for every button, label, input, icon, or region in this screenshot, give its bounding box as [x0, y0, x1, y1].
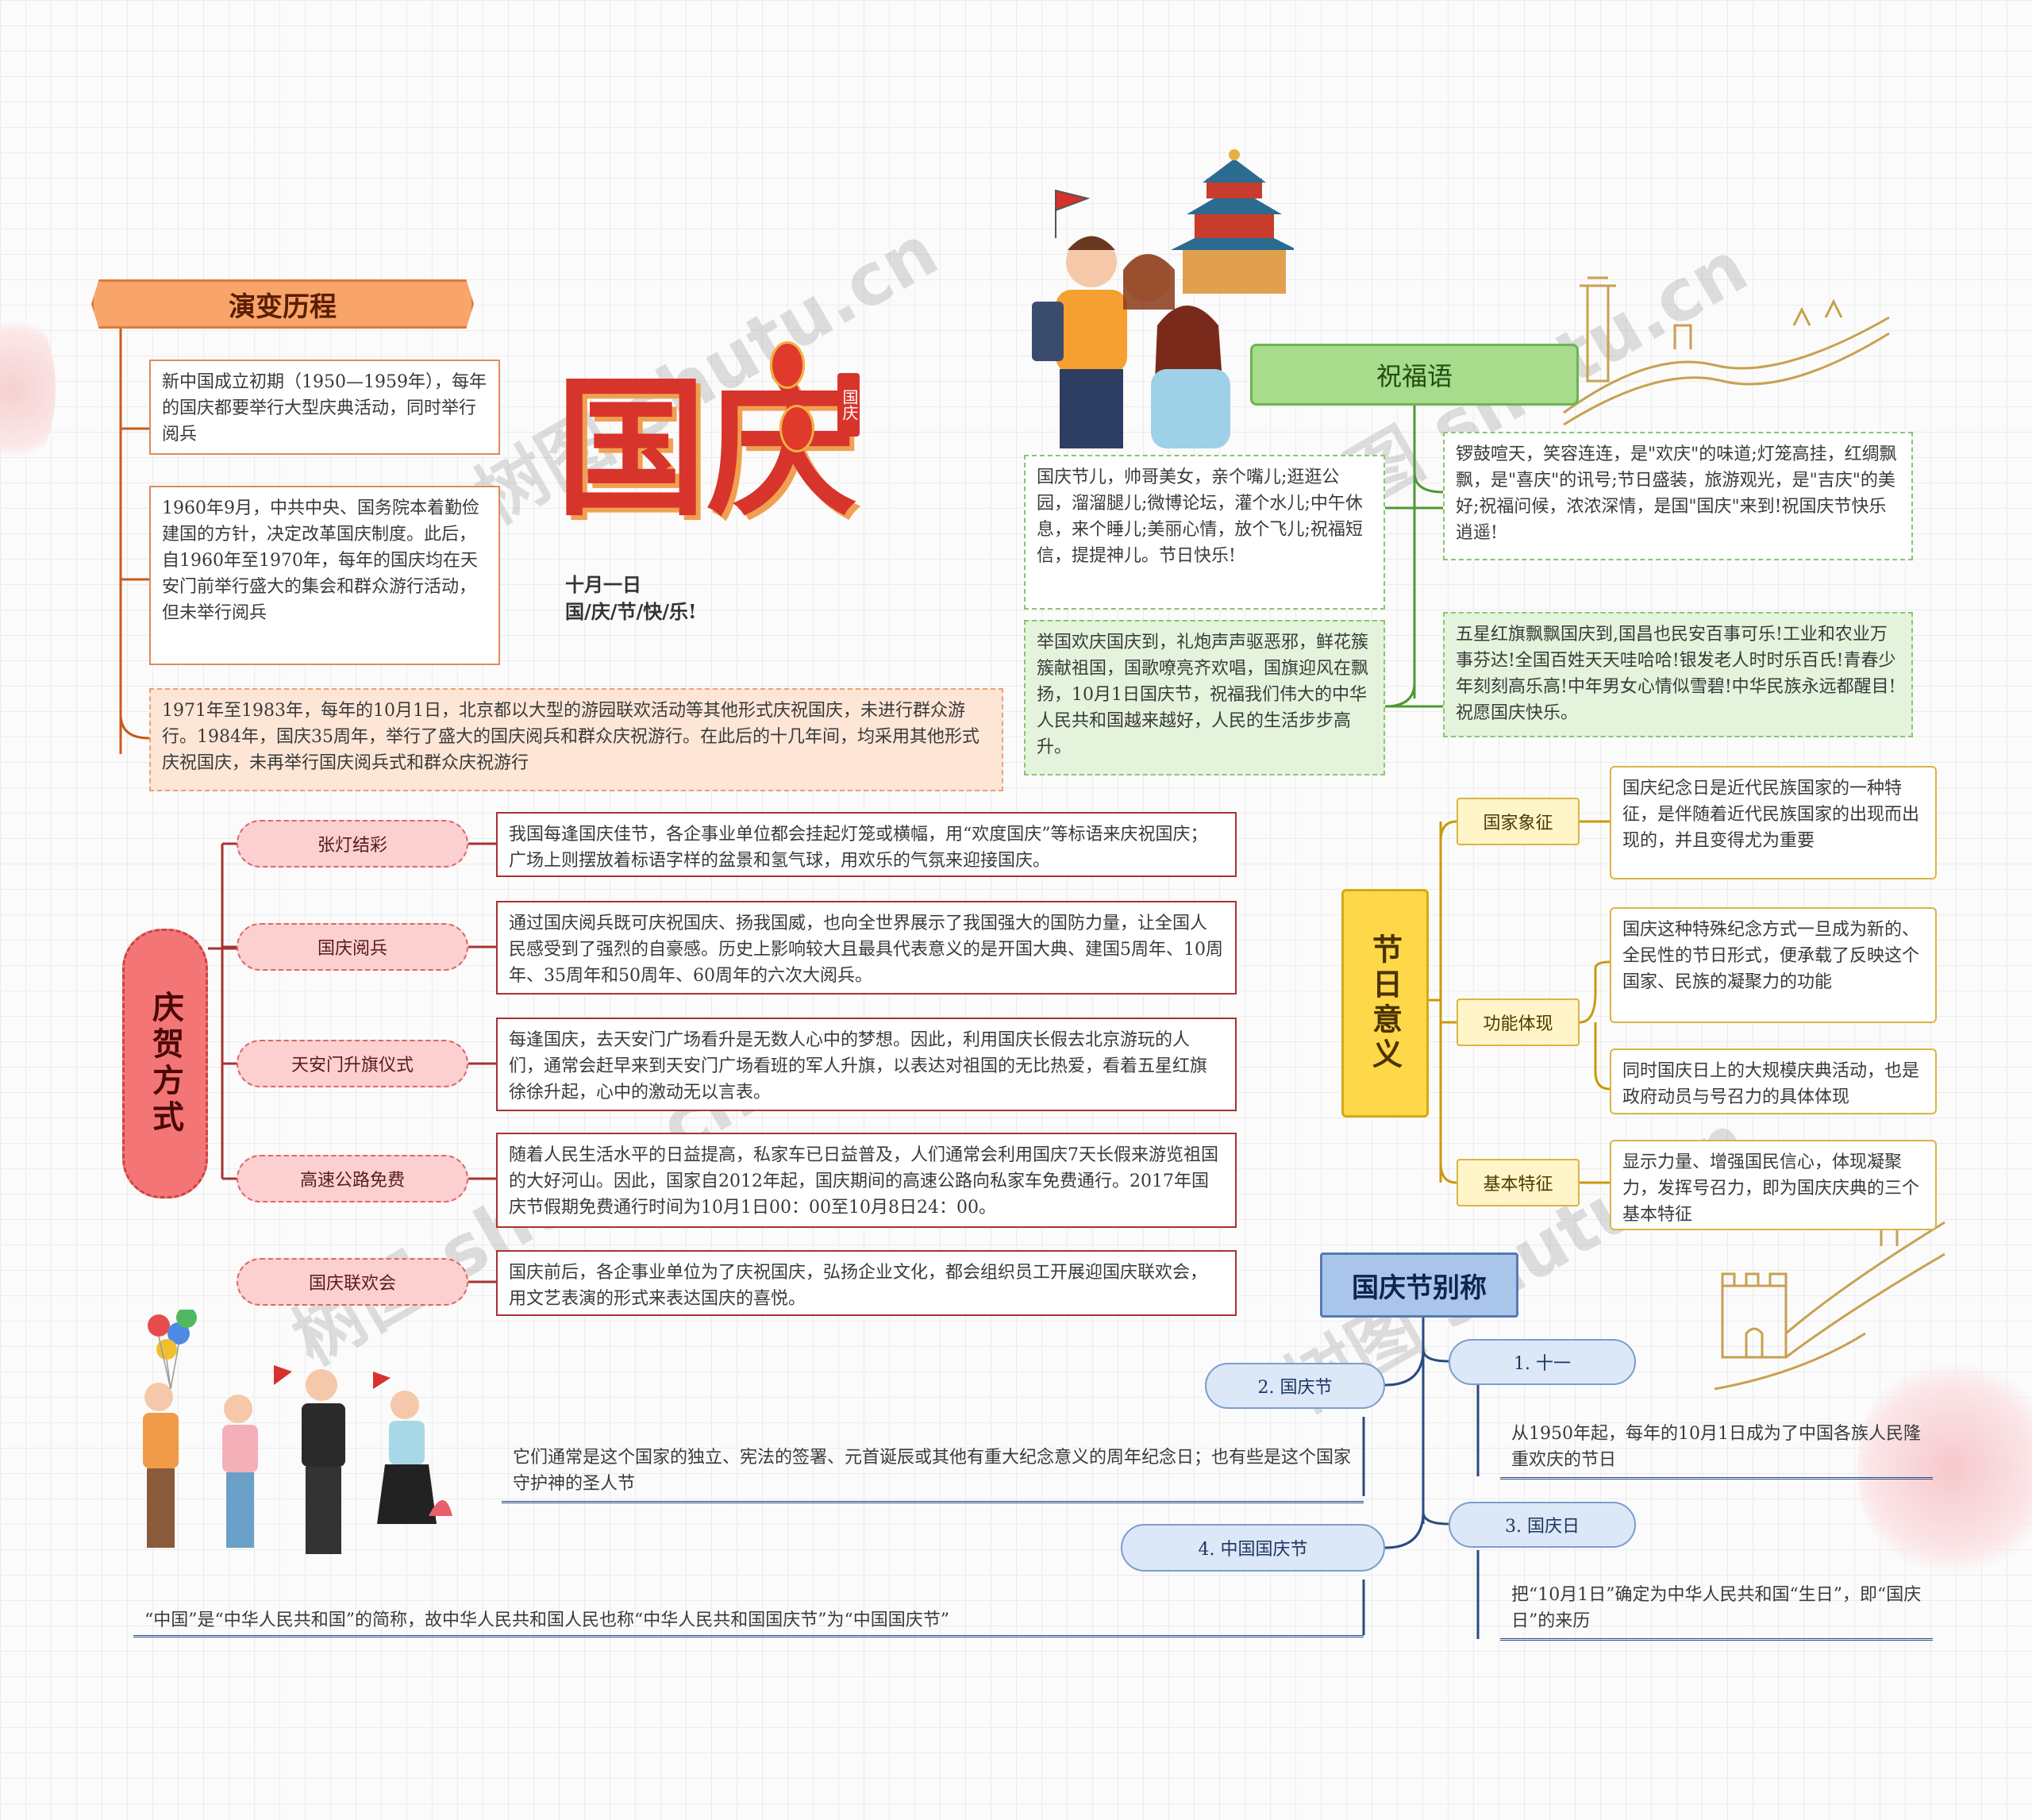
- great-wall-sketch: [1556, 270, 1897, 429]
- temple-of-heaven-illustration: [1171, 149, 1294, 294]
- balloon-group-illustration: [111, 1310, 476, 1564]
- aliases-node[interactable]: 国庆节别称: [1320, 1252, 1518, 1318]
- celebration-gala[interactable]: 国庆联欢会: [237, 1258, 468, 1306]
- significance-function-text-2: 同时国庆日上的大规模庆典活动，也是政府动员与号召力的具体体现: [1610, 1049, 1937, 1114]
- alias-shiyi-text: 从1950年起，每年的10月1日成为了中国各族人民隆重欢庆的节日: [1500, 1413, 1933, 1479]
- title-greeting: 国/庆/节/快/乐!: [565, 598, 697, 625]
- significance-features-text: 显示力量、增强国民信心，体现凝聚力，发挥号召力，即为国庆庆典的三个基本特征: [1610, 1140, 1937, 1230]
- alias-national-day-festival-text: 它们通常是这个国家的独立、宪法的签署、元首诞辰或其他有重大纪念意义的周年纪念日；…: [502, 1437, 1364, 1503]
- evolution-node[interactable]: 演变历程: [91, 279, 474, 329]
- significance-features[interactable]: 基本特征: [1457, 1159, 1580, 1206]
- alias-national-day-festival[interactable]: 2. 国庆节: [1205, 1363, 1385, 1409]
- celebration-lanterns[interactable]: 张灯结彩: [237, 820, 468, 868]
- blessing-item-4: 五星红旗飘飘国庆到,国昌也民安百事可乐!工业和农业万事芬达!全国百姓天天哇哈哈!…: [1443, 612, 1913, 737]
- significance-function[interactable]: 功能体现: [1457, 998, 1580, 1046]
- celebration-gala-text: 国庆前后，各企事业单位为了庆祝国庆，弘扬企业文化，都会组织员工开展迎国庆联欢会，…: [496, 1250, 1237, 1316]
- celebration-parade-text: 通过国庆阅兵既可庆祝国庆、扬我国威，也向全世界展示了我国强大的国防力量，让全国人…: [496, 901, 1237, 995]
- celebration-flag-raising[interactable]: 天安门升旗仪式: [237, 1040, 468, 1087]
- alias-china-national-day-text: “中国”是“中华人民共和国”的简称，故中华人民共和国人民也称“中华人民共和国国庆…: [133, 1599, 1364, 1637]
- blessings-node[interactable]: 祝福语: [1250, 344, 1579, 406]
- blessing-item-3: 锣鼓喧天，笑容连连，是"欢庆"的味道;灯笼高挂，红绸飘飘，是"喜庆"的讯号;节日…: [1443, 432, 1913, 560]
- blessing-item-2: 举国欢庆国庆到，礼炮声声驱恶邪，鲜花簇簇献祖国，国歌嘹亮齐欢唱，国旗迎风在飘扬，…: [1024, 620, 1385, 775]
- title-artwork: 国庆 国庆 十月一日 国/庆/节/快/乐!: [556, 341, 1000, 643]
- seal-stamp: 国庆: [837, 373, 860, 437]
- lantern-icon: [779, 405, 814, 452]
- title-date: 十月一日: [565, 571, 641, 598]
- celebration-node[interactable]: 庆贺方式: [122, 929, 208, 1199]
- significance-national-symbol-text: 国庆纪念日是近代民族国家的一种特征，是伴随着近代民族国家的出现而出现的，并且变得…: [1610, 766, 1937, 879]
- significance-function-text-1: 国庆这种特殊纪念方式一旦成为新的、全民性的节日形式，便承载了反映这个国家、民族的…: [1610, 907, 1937, 1023]
- significance-node[interactable]: 节日意义: [1341, 889, 1429, 1118]
- alias-china-national-day[interactable]: 4. 中国国庆节: [1121, 1524, 1385, 1572]
- evolution-item-2: 1960年9月，中共中央、国务院本着勤俭建国的方针，决定改革国庆制度。此后，自1…: [149, 486, 500, 665]
- celebrating-people-illustration: [1024, 143, 1294, 452]
- celebration-free-highway[interactable]: 高速公路免费: [237, 1155, 468, 1202]
- blessing-item-1: 国庆节儿，帅哥美女，亲个嘴儿;逛逛公园，溜溜腿儿;微博论坛，灌个水儿;中午休息，…: [1024, 455, 1385, 610]
- evolution-item-1: 新中国成立初期（1950—1959年），每年的国庆都要举行大型庆典活动，同时举行…: [149, 360, 500, 455]
- alias-national-day-text: 把“10月1日”确定为中华人民共和国“生日”，即“国庆日”的来历: [1500, 1574, 1933, 1641]
- title-main: 国庆: [556, 373, 857, 524]
- flower-decoration: [0, 302, 56, 476]
- celebration-flag-raising-text: 每逢国庆，去天安门广场看升是无数人心中的梦想。因此，利用国庆长假去北京游玩的人们…: [496, 1018, 1237, 1111]
- evolution-item-3: 1971年至1983年，每年的10月1日，北京都以大型的游园联欢活动等其他形式庆…: [149, 688, 1003, 791]
- significance-national-symbol[interactable]: 国家象征: [1457, 798, 1580, 845]
- lantern-icon: [770, 341, 805, 389]
- celebration-parade[interactable]: 国庆阅兵: [237, 923, 468, 971]
- celebration-lanterns-text: 我国每逢国庆佳节，各企事业单位都会挂起灯笼或横幅，用“欢度国庆”等标语来庆祝国庆…: [496, 812, 1237, 877]
- alias-shiyi[interactable]: 1. 十一: [1449, 1339, 1636, 1385]
- alias-national-day[interactable]: 3. 国庆日: [1449, 1502, 1636, 1548]
- celebration-free-highway-text: 随着人民生活水平的日益提高，私家车已日益普及，人们通常会利用国庆7天长假来游览祖…: [496, 1133, 1237, 1228]
